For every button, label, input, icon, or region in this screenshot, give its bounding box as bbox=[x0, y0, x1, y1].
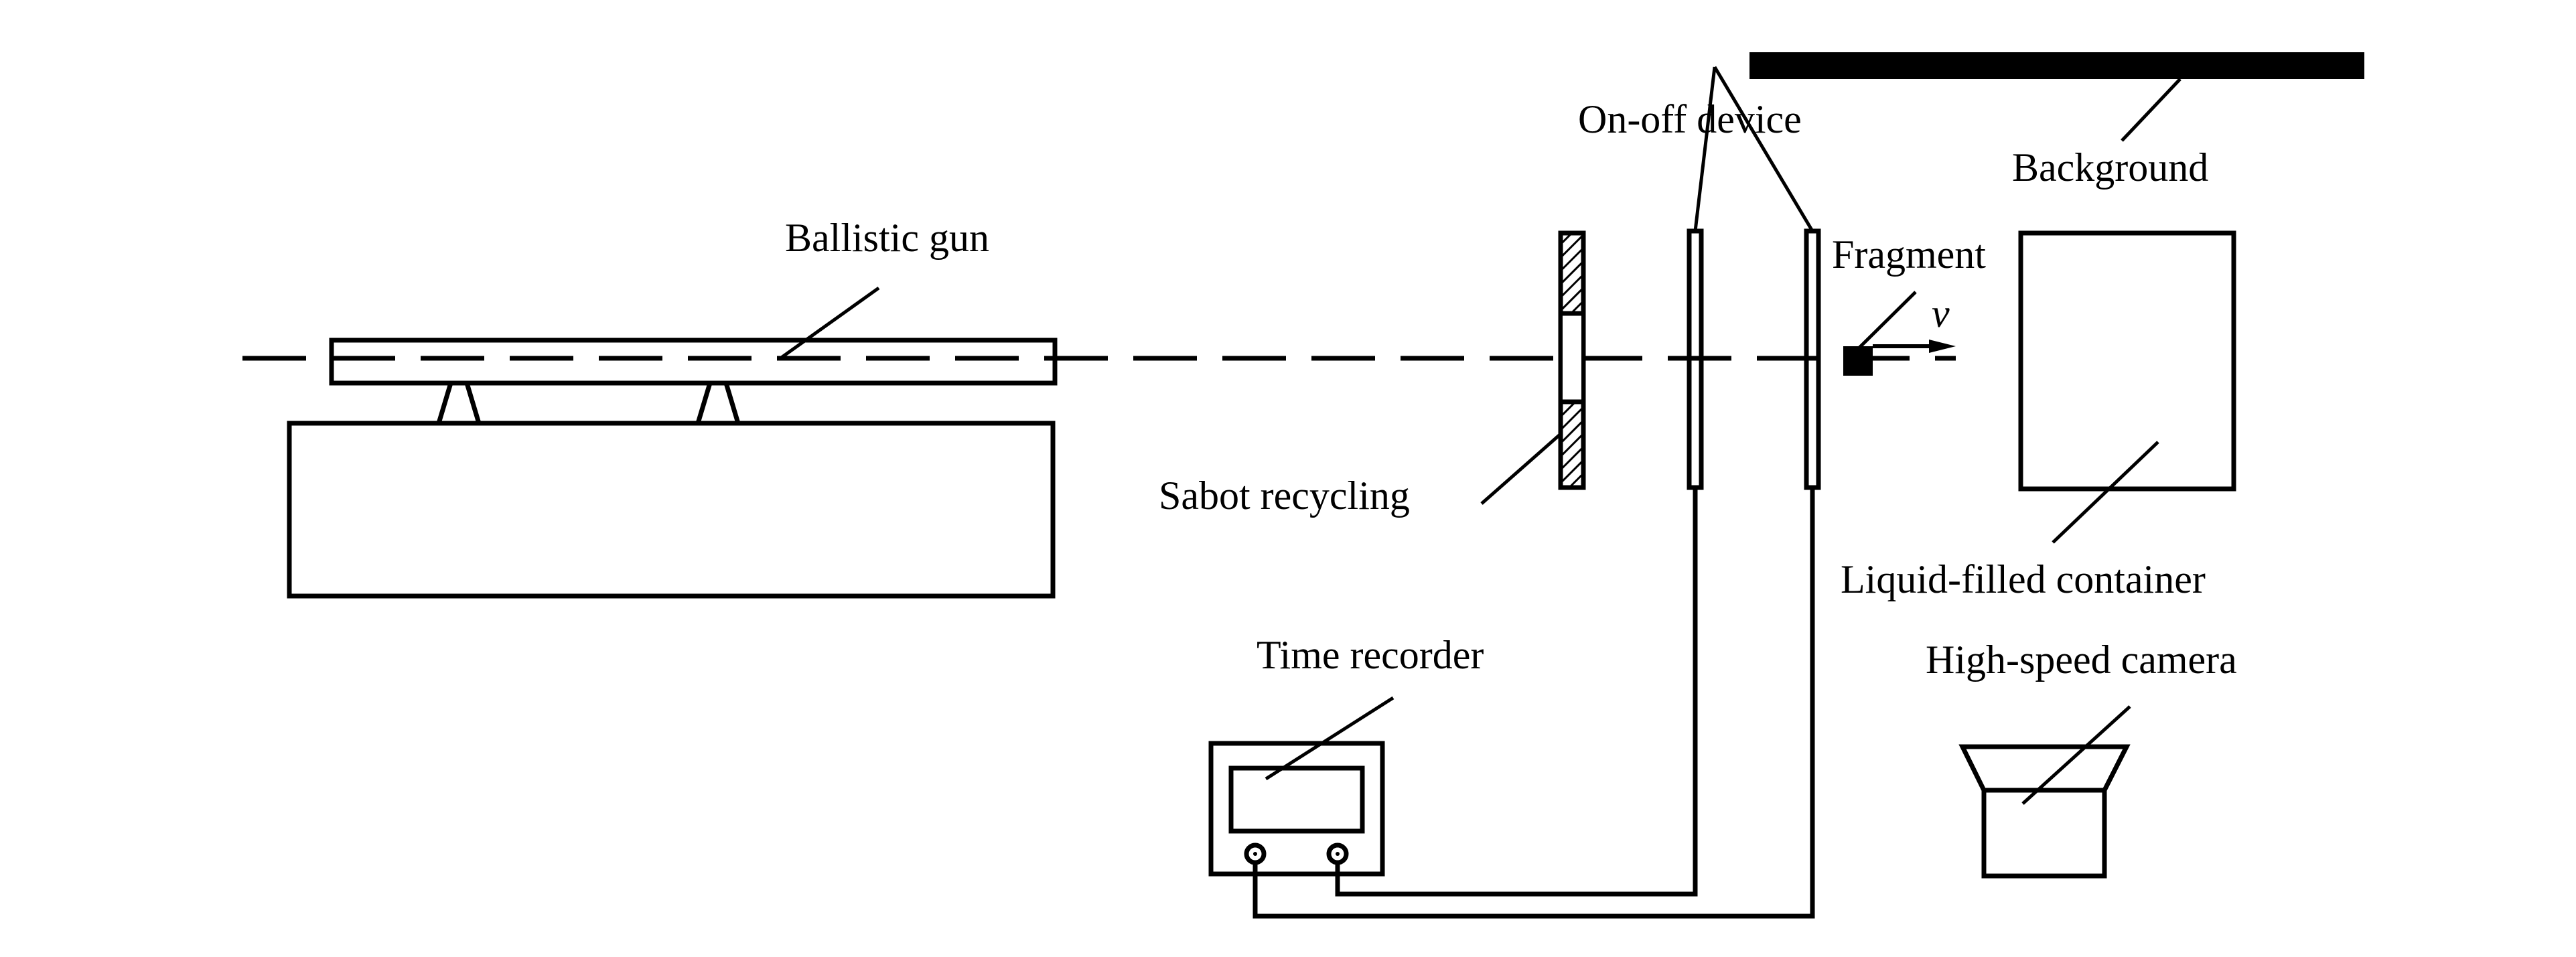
label-ballistic-gun: Ballistic gun bbox=[785, 216, 989, 260]
leader-lines bbox=[779, 66, 2181, 805]
velocity-arrow bbox=[1873, 340, 1956, 353]
fragment bbox=[1843, 346, 1873, 376]
label-liquid-filled-container: Liquid-filled container bbox=[1841, 557, 2206, 601]
ballistic-gun-barrel bbox=[329, 338, 1058, 386]
gun-base bbox=[287, 421, 1056, 599]
high-speed-camera bbox=[1958, 744, 2131, 879]
label-time-recorder: Time recorder bbox=[1257, 633, 1484, 677]
sabot-recycling-plate bbox=[1558, 230, 1586, 490]
background-bar bbox=[1749, 52, 2364, 79]
time-recorder bbox=[1208, 741, 1385, 877]
label-sabot-recycling: Sabot recycling bbox=[1159, 473, 1410, 518]
label-background: Background bbox=[2012, 145, 2208, 190]
time-recorder-screen bbox=[1228, 765, 1365, 834]
label-high-speed-camera: High-speed camera bbox=[1926, 638, 2237, 682]
wiring bbox=[1253, 488, 1815, 919]
label-fragment: Fragment bbox=[1832, 232, 1986, 277]
label-velocity: v bbox=[1932, 291, 1950, 336]
gun-supports bbox=[435, 380, 741, 426]
label-on-off-device: On-off device bbox=[1578, 97, 1802, 141]
liquid-filled-container bbox=[2018, 230, 2236, 492]
